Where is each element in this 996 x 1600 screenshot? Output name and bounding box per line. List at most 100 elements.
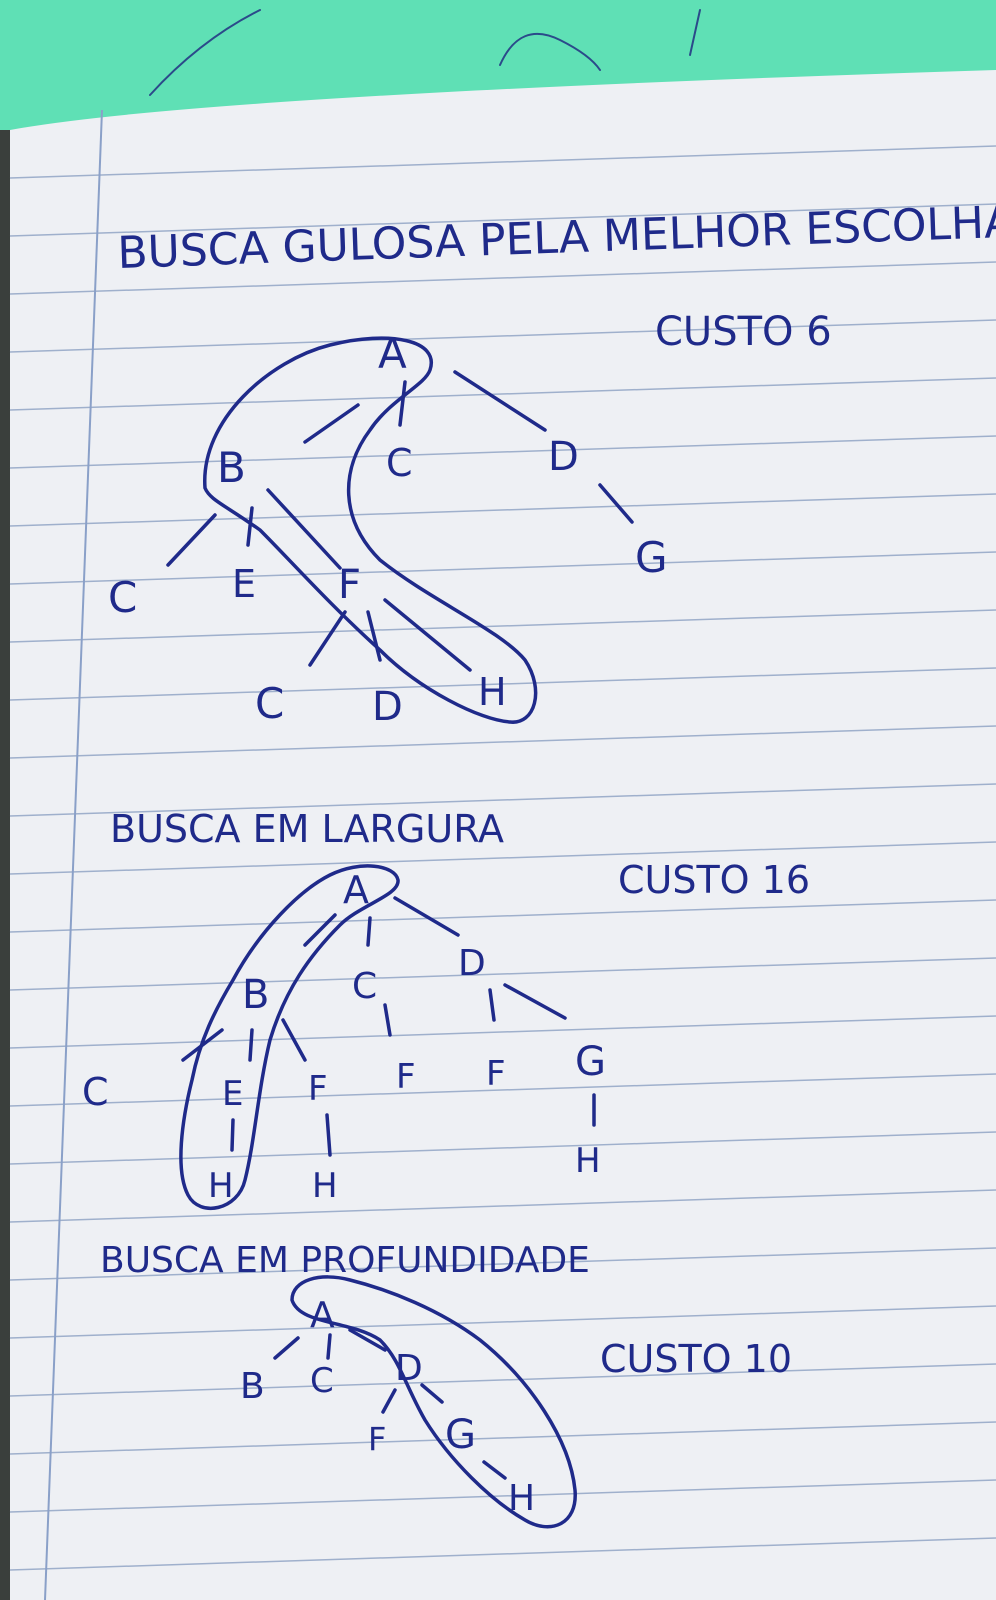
paper [10, 70, 996, 1600]
edge-b-f [281, 1018, 307, 1062]
node-label: C [386, 441, 413, 485]
ruled-line [9, 435, 996, 469]
edge-b-e [246, 506, 254, 547]
node-label: H [508, 1478, 535, 1519]
edge-a-d [453, 370, 547, 432]
edge-g-h [482, 1460, 507, 1480]
edge-d-g [503, 983, 567, 1020]
edge-d-f [488, 988, 496, 1022]
edge-a-c [398, 380, 407, 427]
ruled-line [9, 1131, 996, 1165]
tree-1: A B C D C E F G C D H [108, 329, 668, 730]
edge-a-c [326, 1333, 332, 1360]
node-label: E [222, 1074, 243, 1114]
node-label: F [368, 1420, 386, 1458]
edge-f-h [383, 598, 472, 672]
node-label: C [255, 679, 284, 728]
node-label: G [635, 533, 668, 582]
ruled-line [9, 145, 996, 179]
node-label: C [352, 966, 377, 1007]
ruled-line [9, 319, 996, 353]
ruled-line [9, 1479, 996, 1513]
node-label: F [396, 1057, 416, 1097]
node-label: D [548, 434, 579, 480]
section-2-cost: CUSTO 16 [618, 858, 810, 902]
backdrop-scribble [149, 9, 261, 96]
ruled-line [9, 1189, 996, 1223]
ruled-lines [9, 145, 996, 1571]
node-label: C [310, 1361, 334, 1401]
section-1-cost: CUSTO 6 [655, 309, 832, 355]
node-label: B [242, 972, 269, 1018]
edge-c-f [383, 1003, 392, 1037]
edge-a-c [366, 916, 372, 947]
ruled-line [9, 1015, 996, 1049]
node-label: B [240, 1366, 265, 1407]
node-label: G [445, 1412, 476, 1458]
tree-3: A B C D F G H [240, 1275, 577, 1529]
tree-2-path-outline [179, 864, 400, 1211]
edge-a-b [303, 913, 337, 947]
edge-a-d [348, 1328, 387, 1352]
tree-2: A B C D C E F F F G H H H [82, 864, 606, 1211]
node-label: E [232, 562, 256, 606]
ruled-line [9, 725, 996, 759]
ruled-line [9, 493, 996, 527]
node-label: F [486, 1054, 506, 1094]
ruled-line [9, 609, 996, 643]
ruled-line [9, 841, 996, 875]
node-label: C [82, 1070, 109, 1114]
tree-1-path-outline [203, 336, 538, 724]
node-label: H [575, 1141, 601, 1181]
ruled-line [9, 1073, 996, 1107]
node-label: D [372, 684, 403, 730]
node-label: B [217, 443, 246, 492]
ruled-line [9, 667, 996, 701]
edge-f-d [366, 610, 382, 662]
node-label: H [208, 1166, 234, 1206]
edge-d-f [381, 1388, 397, 1414]
node-label: A [378, 329, 407, 378]
edge-b-c [166, 513, 217, 567]
node-label: D [395, 1348, 423, 1389]
ruled-line [9, 1363, 996, 1397]
backdrop-scribble-3 [689, 9, 701, 56]
section-3-cost: CUSTO 10 [600, 1337, 792, 1381]
node-label: F [308, 1069, 328, 1109]
ruled-line [9, 1247, 996, 1281]
margin-line [44, 109, 103, 1600]
ruled-line [9, 1305, 996, 1339]
tree-3-path-outline [290, 1275, 577, 1529]
ruled-line [9, 261, 996, 295]
ruled-line [9, 783, 996, 817]
section-2-title: BUSCA EM LARGURA [110, 807, 504, 851]
backdrop-scribble-2 [499, 32, 601, 71]
edge-a-b [273, 1336, 300, 1360]
ruled-line [9, 957, 996, 991]
edge-d-g [420, 1383, 444, 1404]
ruled-line [9, 899, 996, 933]
node-label: H [312, 1166, 338, 1206]
node-label: H [478, 670, 507, 714]
section-3-title: BUSCA EM PROFUNDIDADE [100, 1240, 590, 1281]
node-label: F [338, 562, 361, 608]
edge-b-c [181, 1028, 224, 1062]
node-label: A [310, 1295, 335, 1336]
ruled-line [9, 1421, 996, 1455]
edge-a-b [303, 403, 360, 444]
edge-d-g [598, 483, 634, 524]
ruled-line [9, 551, 996, 585]
node-label: G [575, 1039, 606, 1085]
ruled-line [9, 1537, 996, 1571]
ruled-line [9, 203, 996, 237]
edge-b-f [266, 488, 342, 570]
edge-a-d [393, 896, 460, 937]
edge-b-e [248, 1028, 254, 1062]
edge-f-c [308, 610, 347, 667]
node-label: D [458, 943, 486, 984]
ruled-line [9, 377, 996, 411]
edge-f-h [325, 1113, 332, 1157]
edge-e-h [230, 1118, 235, 1152]
